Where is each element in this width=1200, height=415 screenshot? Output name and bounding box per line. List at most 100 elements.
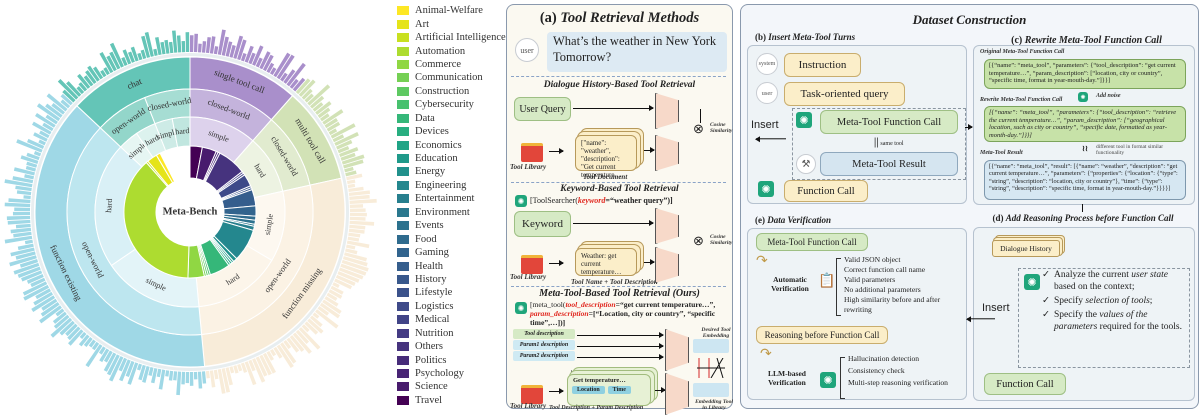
chatgpt-icon: ✺ bbox=[758, 181, 774, 197]
add-reasoning-box: Dialogue History ✺ ✓Analyze the current … bbox=[973, 227, 1195, 401]
outer-bar-mark bbox=[221, 36, 229, 56]
chatgpt-icon: ✺ bbox=[1078, 92, 1088, 102]
outer-bar-mark bbox=[77, 73, 91, 89]
legend-swatch bbox=[397, 342, 409, 352]
outer-bar-mark bbox=[347, 236, 360, 242]
outer-bar-mark bbox=[276, 54, 295, 80]
outer-bar-mark bbox=[349, 216, 366, 221]
outer-bar-mark bbox=[121, 57, 128, 66]
approx-icon: ≀≀ bbox=[1082, 144, 1088, 153]
legend-item: Food bbox=[397, 232, 507, 245]
check-item: Correct function call name bbox=[844, 265, 926, 275]
system-role-badge: system bbox=[756, 53, 778, 75]
outer-bar-mark bbox=[140, 49, 147, 60]
outer-bar-mark bbox=[9, 255, 37, 267]
legend-label: Cybersecurity bbox=[415, 99, 474, 111]
dataset-construction-panel: Dataset Construction (b) Insert Meta-Too… bbox=[740, 4, 1199, 409]
legend-label: Science bbox=[415, 381, 448, 393]
outer-bar-mark bbox=[24, 239, 33, 245]
toolsearcher-call: [ToolSearcher(keyword=“weather query”)] bbox=[530, 196, 673, 205]
outer-bar-mark bbox=[176, 35, 182, 53]
outer-bar-mark bbox=[45, 114, 58, 125]
outer-bar-mark bbox=[50, 317, 73, 338]
outer-bar-mark bbox=[262, 54, 274, 72]
arrow bbox=[644, 258, 655, 266]
encoder-icon bbox=[655, 208, 679, 244]
legend-swatch bbox=[397, 369, 409, 379]
legend-item: Logistics bbox=[397, 300, 507, 313]
outer-bar-mark bbox=[108, 356, 124, 382]
outer-bar-mark bbox=[273, 346, 283, 359]
outer-bar-mark bbox=[315, 101, 332, 115]
outer-bar-mark bbox=[20, 155, 39, 164]
outer-bar-mark bbox=[286, 62, 306, 87]
legend-swatch bbox=[397, 301, 409, 311]
llm-verification-label: LLM-based Verification bbox=[768, 369, 806, 387]
legend-label: Lifestyle bbox=[415, 287, 453, 299]
outer-bar-mark bbox=[213, 46, 219, 55]
tool-library-label: Tool Library bbox=[510, 163, 547, 171]
outer-bar-mark bbox=[109, 42, 124, 68]
sunburst-label: hard bbox=[104, 198, 114, 213]
outer-bar-mark bbox=[85, 70, 97, 85]
insert-label: Insert bbox=[751, 119, 779, 131]
chatgpt-icon: ✺ bbox=[1024, 274, 1040, 290]
outer-bar-mark bbox=[338, 267, 364, 280]
outer-bar-mark bbox=[341, 259, 369, 272]
arrow bbox=[644, 146, 655, 154]
outer-bar-mark bbox=[248, 52, 256, 65]
outer-bar-mark bbox=[344, 252, 367, 262]
outer-bar-mark bbox=[289, 78, 299, 89]
legend-item: Artificial Intelligence bbox=[397, 31, 507, 44]
sunburst-label: simple bbox=[263, 213, 275, 236]
cosine-similarity-label: Cosine Similarity bbox=[710, 122, 733, 134]
outer-bar-mark bbox=[33, 132, 48, 142]
outer-bar-mark bbox=[309, 315, 323, 328]
outer-bar-mark bbox=[150, 367, 158, 384]
legend-item: Commerce bbox=[397, 58, 507, 71]
legend-swatch bbox=[397, 261, 409, 271]
outer-bar-mark bbox=[252, 358, 266, 383]
outer-bar-mark bbox=[280, 342, 297, 364]
legend-swatch bbox=[397, 194, 409, 204]
outer-bar-mark bbox=[295, 329, 310, 345]
outer-bar-mark bbox=[217, 368, 226, 394]
legend-swatch bbox=[397, 113, 409, 123]
meta-tool-retrieval-title: Meta-Tool-Based Tool Retrieval (Ours) bbox=[539, 288, 700, 299]
outer-bar-mark bbox=[67, 326, 81, 341]
outer-bar-mark bbox=[269, 348, 277, 357]
reasoning-region bbox=[1018, 268, 1190, 368]
tool-library-label: Tool Library bbox=[510, 273, 547, 281]
outer-bar-mark bbox=[334, 278, 353, 290]
legend-swatch bbox=[397, 221, 409, 231]
outer-bar-mark bbox=[16, 139, 43, 153]
outer-bar-mark bbox=[41, 298, 58, 311]
outer-bar-mark bbox=[334, 131, 359, 146]
tool-document-stack: ["name": "weather", "description": "Get … bbox=[575, 135, 637, 179]
outer-bar-mark bbox=[153, 48, 158, 56]
outer-bar-mark bbox=[26, 274, 44, 284]
outer-bar-mark bbox=[12, 211, 31, 216]
outer-bar-mark bbox=[289, 335, 305, 352]
meta-tool-call-box: Meta-Tool Function Call bbox=[756, 233, 868, 251]
outer-bar-mark bbox=[60, 99, 71, 109]
library-embedding bbox=[693, 383, 729, 397]
outer-bar-mark bbox=[38, 139, 46, 146]
outer-bar-mark bbox=[255, 356, 268, 377]
outer-bar-mark bbox=[349, 204, 364, 208]
rewrite-call-code: [{“name”: “meta_tool”, “parameters”: {“t… bbox=[984, 106, 1186, 142]
different-tool-note: different tool in format similar functio… bbox=[1096, 144, 1164, 157]
outer-bar-mark bbox=[15, 185, 32, 192]
tool-library-icon bbox=[521, 255, 543, 274]
outer-bar-mark bbox=[55, 308, 65, 317]
outer-bar-mark bbox=[345, 248, 358, 255]
outer-bar-mark bbox=[24, 174, 35, 180]
outer-bar-mark bbox=[32, 121, 52, 135]
outer-bar-mark bbox=[19, 259, 39, 268]
legend-label: Health bbox=[415, 260, 443, 272]
outer-bar-mark bbox=[100, 69, 107, 78]
